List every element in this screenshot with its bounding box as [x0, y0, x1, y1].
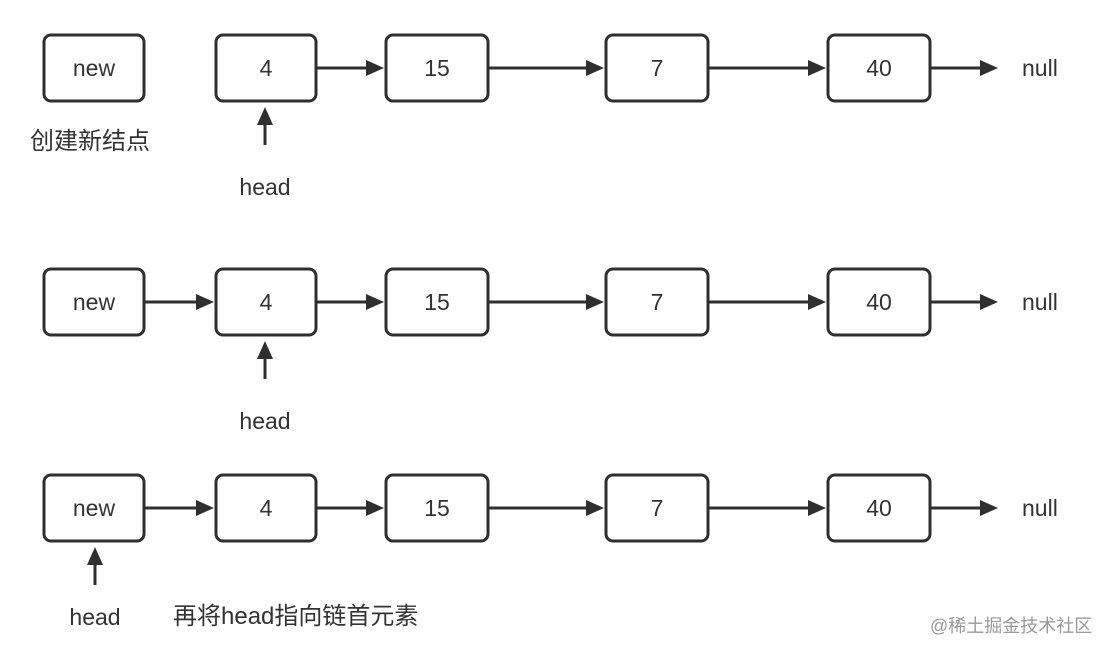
row3-null-label: null: [1022, 495, 1058, 521]
row2-link-2-head: [586, 294, 604, 310]
row1-node-1-label: 4: [260, 55, 273, 81]
row1-link-2-head: [586, 60, 604, 76]
row1-link-3-head: [808, 60, 826, 76]
caption-point-head: 再将head指向链首元素: [173, 603, 419, 630]
row2-null-label: null: [1022, 289, 1058, 315]
row1-link-1-head: [366, 60, 384, 76]
row2-node-3-label: 7: [651, 289, 664, 315]
row3-link-2-head: [586, 500, 604, 516]
row3-node-0-label: new: [73, 495, 116, 521]
row2-node-2-label: 15: [424, 289, 450, 315]
row3-link-3-head: [808, 500, 826, 516]
caption-create-node: 创建新结点: [30, 128, 150, 155]
row2-head-label: head: [239, 408, 290, 434]
row3-node-2-label: 15: [424, 495, 450, 521]
row3-node-3-label: 7: [651, 495, 664, 521]
row3-head-label: head: [69, 604, 120, 630]
row3-node-1-label: 4: [260, 495, 273, 521]
row3-node-4-label: 40: [866, 495, 892, 521]
row1-link-null-head: [980, 60, 998, 76]
row2-link-0-head: [196, 294, 214, 310]
row1-node-0-label: new: [73, 55, 116, 81]
row3-link-1-head: [366, 500, 384, 516]
row1-null-label: null: [1022, 55, 1058, 81]
row2-head-pointer-head: [257, 341, 273, 359]
row2-node-4-label: 40: [866, 289, 892, 315]
watermark: @稀土掘金技术社区: [930, 616, 1093, 636]
row2-link-null-head: [980, 294, 998, 310]
row1-node-4-label: 40: [866, 55, 892, 81]
row2-link-1-head: [366, 294, 384, 310]
row3-link-null-head: [980, 500, 998, 516]
row1-node-2-label: 15: [424, 55, 450, 81]
row1-node-3-label: 7: [651, 55, 664, 81]
row2-node-1-label: 4: [260, 289, 273, 315]
row1-node-0: [42, 33, 146, 103]
row2-node-0-label: new: [73, 289, 116, 315]
row1-head-label: head: [239, 174, 290, 200]
row3-link-0-head: [196, 500, 214, 516]
row1-head-pointer-head: [257, 107, 273, 125]
row2-link-3-head: [808, 294, 826, 310]
row3-head-pointer-head: [87, 547, 103, 565]
